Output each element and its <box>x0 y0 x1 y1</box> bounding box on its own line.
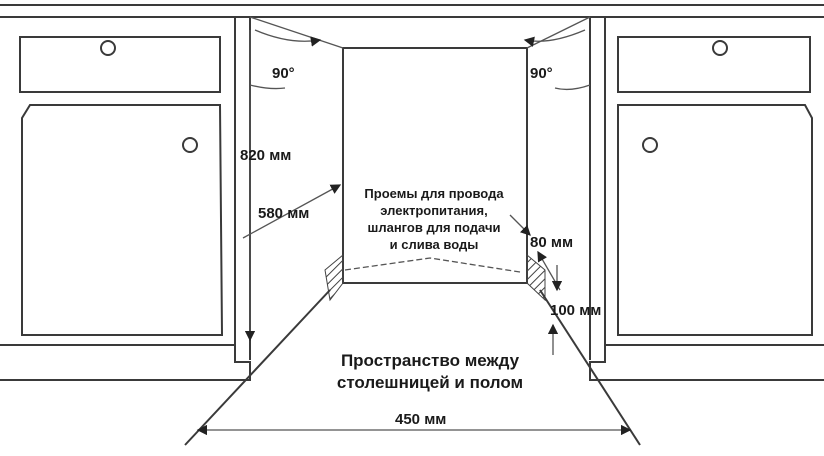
niche <box>184 16 641 446</box>
countertop <box>0 4 824 18</box>
left-drawer <box>19 36 221 93</box>
openings-note: Проемы для провода электропитания, шланг… <box>364 186 504 252</box>
svg-text:столешницей и полом: столешницей и полом <box>337 373 523 392</box>
svg-text:электропитания,: электропитания, <box>380 203 487 218</box>
right-door-knob <box>642 137 658 153</box>
right-opening-hatch <box>526 253 546 302</box>
svg-text:Проемы для провода: Проемы для провода <box>364 186 504 201</box>
dimension-lines <box>196 29 632 436</box>
angle-left-label: 90° <box>272 65 295 82</box>
right-drawer <box>617 36 811 93</box>
space-caption: Пространство между столешницей и полом <box>337 351 523 392</box>
right-cabinet <box>589 17 824 381</box>
opening-height-label: 100 мм <box>550 302 601 319</box>
svg-text:Пространство между: Пространство между <box>341 351 520 370</box>
left-door-knob <box>182 137 198 153</box>
right-door <box>617 104 813 336</box>
depth-label: 580 мм <box>258 205 309 222</box>
svg-text:шлангов для подачи: шлангов для подачи <box>368 220 501 235</box>
left-door <box>21 104 224 336</box>
niche-back-wall <box>342 47 528 284</box>
left-opening-hatch <box>324 253 344 302</box>
left-cabinet <box>0 17 251 381</box>
left-drawer-knob <box>100 40 116 56</box>
opening-width-label: 80 мм <box>530 234 573 251</box>
angle-right-label: 90° <box>530 65 553 82</box>
width-label: 450 мм <box>395 411 446 428</box>
right-drawer-knob <box>712 40 728 56</box>
height-label: 820 мм <box>240 147 291 164</box>
svg-text:и слива воды: и слива воды <box>390 237 479 252</box>
